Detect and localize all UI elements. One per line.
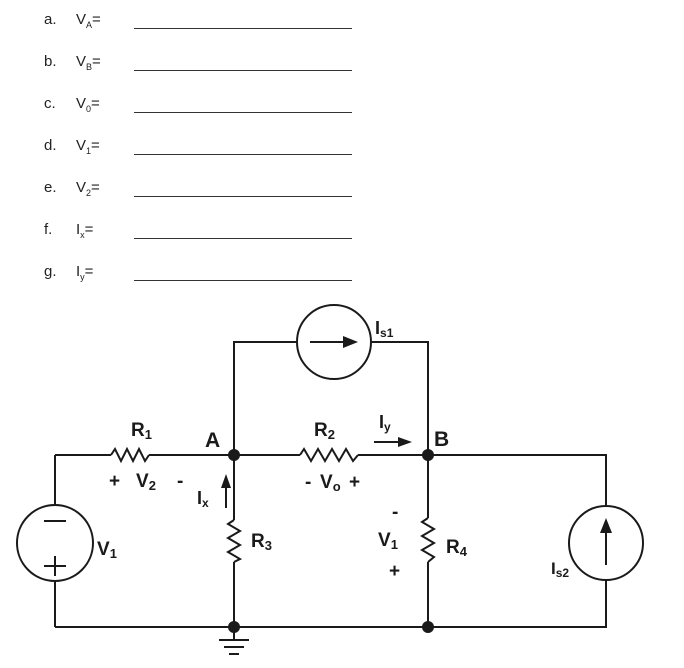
label-node-a: A — [205, 429, 220, 452]
question-item-v0: c. V0= — [0, 95, 400, 119]
question-item-v1: d. V1= — [0, 137, 400, 161]
resistor-r4 — [420, 517, 436, 563]
ground-symbol — [219, 639, 249, 655]
answer-blank[interactable] — [134, 70, 352, 71]
resistor-r2 — [299, 447, 359, 463]
bottom-node-right-dot — [422, 621, 434, 633]
label-v1-source: V1 — [97, 539, 117, 561]
question-letter: e. — [44, 179, 57, 196]
is1-arrow-head — [343, 336, 358, 348]
question-letter: b. — [44, 53, 57, 70]
answer-blank[interactable] — [134, 238, 352, 239]
question-label: V2= — [76, 179, 100, 198]
question-letter: g. — [44, 263, 57, 280]
label-ix: Ix — [197, 488, 209, 510]
answer-blank[interactable] — [134, 280, 352, 281]
question-letter: c. — [44, 95, 56, 112]
label-vo: Vo — [320, 472, 341, 494]
label-iy: Iy — [379, 412, 391, 434]
answer-blank[interactable] — [134, 28, 352, 29]
wire-bottom-rail — [55, 580, 607, 628]
resistor-r3 — [226, 519, 243, 563]
label-node-b: B — [434, 428, 449, 451]
is2-arrow-head — [600, 518, 612, 533]
label-r1: R1 — [131, 420, 152, 442]
wire-top-loop — [233, 341, 429, 455]
question-item-ix: f. Ix= — [0, 221, 400, 245]
answer-blank[interactable] — [134, 112, 352, 113]
label-r2: R2 — [314, 420, 335, 442]
label-r4: R4 — [446, 537, 468, 559]
question-letter: f. — [44, 221, 53, 238]
question-label: VB= — [76, 53, 101, 72]
label-vo-plus: + — [349, 472, 360, 493]
node-b-dot — [422, 449, 434, 461]
question-item-v2: e. V2= — [0, 179, 400, 203]
question-item-vb: b. VB= — [0, 53, 400, 77]
answer-blank[interactable] — [134, 154, 352, 155]
label-r3: R3 — [251, 531, 272, 553]
question-item-iy: g. Iy= — [0, 263, 400, 287]
label-v1-drop-plus: + — [389, 561, 400, 582]
question-label: V1= — [76, 137, 100, 156]
answer-blank[interactable] — [134, 196, 352, 197]
label-v2: V2 — [136, 471, 156, 493]
question-label: Ix= — [76, 221, 94, 240]
label-is1: Is1 — [375, 318, 394, 340]
question-label: V0= — [76, 95, 100, 114]
question-letter: a. — [44, 11, 57, 28]
question-letter: d. — [44, 137, 57, 154]
label-is2: Is2 — [551, 559, 569, 580]
label-v2-minus: - — [177, 471, 183, 492]
resistor-r1 — [110, 446, 150, 464]
label-vo-minus: - — [305, 472, 311, 493]
label-v1-drop: V1 — [378, 530, 398, 552]
question-label: Iy= — [76, 263, 94, 282]
iy-arrow-head — [398, 437, 412, 447]
label-v2-plus: + — [109, 471, 120, 492]
node-a-dot — [228, 449, 240, 461]
label-v1-drop-minus: - — [392, 502, 398, 523]
wire-main-rail — [55, 454, 607, 505]
bottom-node-left-dot — [228, 621, 240, 633]
question-label: VA= — [76, 11, 101, 30]
question-item-va: a. VA= — [0, 11, 400, 35]
voltage-source-v1 — [16, 504, 94, 582]
ix-arrow-head — [221, 474, 231, 488]
